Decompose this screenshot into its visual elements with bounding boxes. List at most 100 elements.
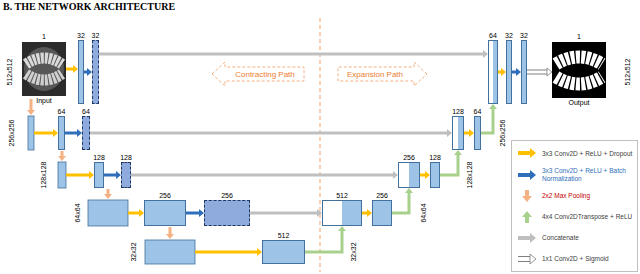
arrow-head	[454, 150, 462, 155]
arrow-shaft	[392, 193, 409, 213]
mask-teeth	[556, 57, 602, 64]
channel-count: 128	[429, 154, 441, 162]
channel-count: 256	[376, 192, 388, 200]
arrow-head	[530, 170, 536, 180]
pool-arrow	[166, 234, 174, 239]
path-arrow: Contracting Path	[211, 61, 305, 87]
feature-map: 32	[521, 40, 527, 104]
xray-jaw	[24, 47, 64, 91]
pool-arrow	[58, 156, 66, 161]
dimension-label: 256x256	[499, 120, 507, 147]
channel-count: 256	[221, 192, 233, 200]
channel-count: 32	[77, 32, 85, 40]
feature-map-bn: 256	[204, 200, 250, 226]
connector-arrow	[131, 171, 398, 179]
legend-entry: Concatenate	[516, 231, 633, 245]
dimension-label: 128x128	[466, 162, 474, 189]
connector-arrow	[440, 150, 462, 175]
feature-map: 32	[78, 40, 84, 104]
arrow-shaft	[90, 132, 447, 135]
dimension-label: 64x64	[74, 203, 82, 222]
mask-teeth	[556, 77, 602, 84]
pool-arrow	[104, 194, 112, 199]
arrow-shaft	[104, 174, 116, 177]
connector-arrow	[420, 171, 430, 179]
feature-map: 64	[474, 116, 481, 150]
legend-icon	[516, 252, 538, 266]
dimension-label: 512x512	[6, 59, 14, 86]
arrow-head	[522, 196, 532, 202]
legend-icon	[516, 168, 538, 182]
connector-arrow	[464, 129, 474, 137]
channel-count: 512	[336, 192, 348, 200]
arrow-shaft	[65, 132, 77, 135]
concat-map: 128	[452, 116, 464, 150]
arrow-head	[530, 254, 536, 264]
legend-text: 2x2 Max Pooling	[542, 192, 590, 200]
connector-arrow	[84, 68, 92, 76]
path-label: Contracting Path	[235, 70, 295, 79]
legend-text: 1x1 Conv2D + Sigmoid	[542, 255, 609, 263]
channel-count: 64	[489, 32, 497, 40]
legend-entry: 2x2 Max Pooling	[516, 189, 633, 203]
mask-image	[552, 42, 606, 98]
dimension-label: 512x512	[624, 59, 632, 86]
arrow-head	[489, 104, 497, 109]
image-caption: 1	[577, 33, 581, 41]
channel-count: 64	[474, 108, 482, 116]
image-caption: 1	[42, 33, 46, 41]
dimension-label: 256x256	[8, 120, 16, 147]
connector-arrow	[512, 68, 521, 76]
arrow-shaft	[527, 70, 547, 75]
arrow-shaft	[518, 257, 530, 261]
connector-arrow	[498, 68, 506, 76]
feature-map: 32	[506, 40, 512, 104]
arrow-shaft	[525, 217, 529, 223]
arrow-head	[522, 211, 532, 217]
connector-arrow	[305, 226, 346, 252]
concat-map: 512	[322, 200, 362, 226]
image-caption: Input	[36, 97, 52, 105]
dimension-label: 128x128	[40, 162, 48, 189]
path-arrow: Expansion Path	[337, 61, 428, 87]
arrow-head	[338, 226, 346, 231]
connector-arrow	[186, 209, 204, 217]
connector-arrow	[65, 129, 82, 137]
arrow-head	[405, 188, 413, 193]
legend-text: 3x3 Conv2D + ReLU + Dropout	[542, 150, 632, 158]
pool-arrow	[169, 227, 172, 234]
arrow-shaft	[84, 71, 87, 74]
feature-map	[88, 200, 128, 226]
pool-arrow	[61, 151, 64, 156]
arrow-shaft	[440, 155, 458, 175]
arrow-head	[530, 233, 536, 243]
legend-icon	[516, 189, 538, 203]
feature-map-bn: 64	[82, 116, 90, 150]
conv-arrow	[66, 174, 89, 177]
connector-arrow	[99, 50, 488, 58]
arrow-shaft	[305, 231, 342, 252]
channel-count: 128	[452, 108, 464, 116]
pool-arrow	[27, 110, 35, 115]
legend-icon	[516, 231, 538, 245]
image-caption: Output	[568, 99, 589, 107]
arrow-shaft	[186, 212, 199, 215]
channel-count: 256	[159, 192, 171, 200]
feature-map: 512	[262, 240, 305, 264]
arrow-head	[530, 148, 536, 158]
arrow-shaft	[66, 68, 73, 71]
legend-icon	[516, 210, 538, 224]
arrow-head	[547, 68, 552, 76]
legend-text: Concatenate	[542, 234, 579, 242]
channel-count: 128	[93, 154, 105, 162]
path-label: Expansion Path	[347, 70, 403, 79]
arrow-shaft	[525, 190, 529, 196]
arrow-shaft	[99, 53, 483, 56]
path-arrow-outline	[212, 62, 304, 86]
feature-map-bn: 32	[92, 40, 99, 104]
channel-count: 64	[82, 108, 90, 116]
feature-map	[145, 240, 195, 264]
conv-arrow	[195, 251, 257, 254]
xray-teeth	[26, 74, 62, 80]
